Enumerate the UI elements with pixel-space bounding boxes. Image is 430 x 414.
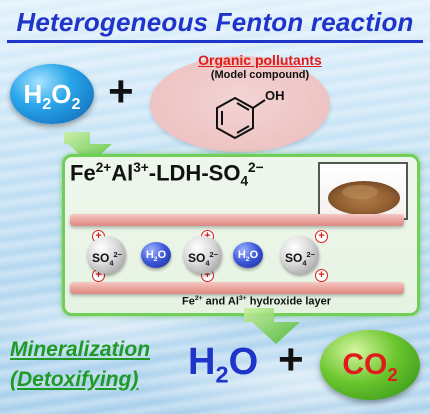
product-water: H2O	[188, 340, 258, 397]
ldh-fe: Fe	[70, 160, 96, 186]
positive-charge: +	[315, 269, 328, 282]
h2o2-sub2: 2	[71, 95, 81, 114]
oh-label: OH	[265, 88, 285, 103]
flow-arrow-in	[64, 132, 112, 164]
sulfate-sub: 4	[205, 258, 210, 268]
product-water-sub: 2	[215, 361, 229, 388]
layer-label-al-charge: 3+	[238, 295, 247, 302]
water-molecule: H2O	[141, 242, 171, 268]
ldh-so4-sub: 4	[240, 173, 249, 189]
layer-label-fe-charge: 2+	[194, 295, 203, 302]
detoxifying-label: (Detoxifying)	[10, 368, 139, 391]
sulfate-ion: SO42−	[88, 236, 126, 274]
hydroxide-layer-bottom	[70, 282, 404, 294]
water-molecule: H2O	[233, 242, 263, 268]
sulfate-charge: 2−	[209, 250, 218, 259]
water-sub: 2	[245, 256, 250, 264]
diagram-title: Heterogeneous Fenton reaction	[16, 7, 414, 37]
sulfate-label: SO	[92, 251, 110, 265]
oh-bond	[252, 99, 266, 109]
pollutant-subtitle: (Model compound)	[210, 69, 310, 81]
plus-sign-products: +	[278, 335, 304, 384]
h2o2-bubble: H2O2	[10, 64, 94, 124]
water-sub: 2	[153, 256, 158, 264]
sulfate-charge: 2−	[113, 250, 122, 259]
mineralization-label: Mineralization	[10, 338, 151, 361]
ldh-al-charge: 3+	[133, 160, 149, 175]
layer-label-mid: and Al	[202, 295, 239, 308]
phenol-structure: OH	[216, 88, 285, 140]
sulfate-label: SO	[188, 251, 206, 265]
co2-label: CO	[342, 348, 388, 381]
co2-sub: 2	[387, 364, 398, 385]
h2o2-h: H	[23, 79, 43, 109]
ldh-rest: -LDH-SO	[148, 160, 241, 186]
co2-bubble: CO2	[320, 330, 420, 400]
water-o: O	[249, 249, 259, 261]
product-water-h: H	[188, 341, 216, 383]
product-water-o: O	[228, 341, 259, 383]
water-h: H	[237, 249, 246, 261]
ldh-fe-charge: 2+	[95, 160, 112, 175]
water-o: O	[157, 249, 167, 261]
plus-sign-reactants: +	[108, 67, 134, 116]
double-bond-top	[236, 102, 250, 111]
flow-arrow-out	[244, 308, 300, 344]
sulfate-sub: 4	[302, 258, 307, 268]
powder-image	[328, 181, 400, 215]
hydroxide-layer-label: Fe2+ and Al3+ hydroxide layer	[182, 295, 331, 308]
layer-label-fe: Fe	[182, 295, 195, 308]
ldh-so4-charge: 2−	[248, 160, 264, 175]
sulfate-ion: SO42−	[184, 236, 222, 274]
sulfate-charge: 2−	[306, 250, 315, 259]
pollutant-title: Organic pollutants	[198, 52, 322, 68]
ldh-al: Al	[111, 160, 134, 186]
title-underline	[7, 40, 423, 43]
water-h: H	[145, 249, 154, 261]
double-bond-bottom	[236, 125, 250, 134]
positive-charge: +	[315, 230, 328, 243]
layer-label-end: hydroxide layer	[246, 295, 332, 308]
h2o2-sub1: 2	[42, 95, 52, 114]
sulfate-label: SO	[285, 251, 303, 265]
hydroxide-layer-top	[70, 214, 404, 226]
sulfate-sub: 4	[109, 258, 114, 268]
h2o2-o: O	[51, 79, 72, 109]
ldh-formula: Fe2+Al3+-LDH-SO42−	[70, 160, 264, 189]
sulfate-ion: SO42−	[281, 236, 319, 274]
ldh-powder-photo	[318, 162, 408, 220]
